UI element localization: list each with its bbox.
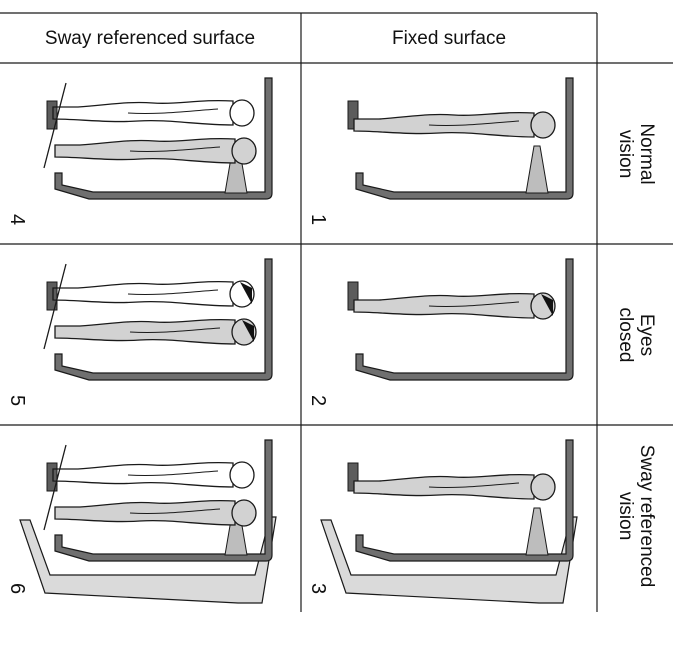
person (354, 474, 555, 500)
head (230, 462, 254, 488)
condition-cell-4 (0, 63, 301, 244)
condition-number-1: 1 (306, 214, 329, 225)
column-header-sway-referenced-surface: Sway referenced surface (0, 28, 300, 50)
condition-cell-5 (0, 244, 301, 425)
arm-line (128, 290, 218, 295)
row-header-line-2: vision (615, 426, 636, 606)
person-swayed (55, 500, 256, 526)
column-header-fixed-surface: Fixed surface (301, 28, 597, 50)
body-silhouette (53, 463, 233, 487)
arm-line (128, 109, 218, 114)
head (531, 474, 555, 500)
body-silhouette (55, 501, 235, 525)
condition-number-2: 2 (306, 395, 329, 406)
row-header-normal-vision: Normal vision (613, 64, 657, 244)
condition-number-6: 6 (5, 583, 28, 594)
person-swayed (55, 319, 256, 345)
body-silhouette (354, 475, 534, 499)
person-upright (53, 462, 254, 488)
head (232, 500, 256, 526)
row-header-line-1: Sway referenced (636, 426, 657, 606)
body-silhouette (354, 294, 534, 318)
row-header-line-1: Normal (636, 64, 657, 244)
vision-cone (526, 146, 548, 193)
condition-cell-6 (0, 425, 301, 615)
row-header-line-2: vision (615, 64, 636, 244)
person (354, 293, 555, 319)
person (354, 112, 555, 138)
row-header-line-1: Eyes (636, 245, 657, 425)
row-header-line-2: closed (615, 245, 636, 425)
body-silhouette (55, 139, 235, 163)
visual-enclosure (356, 259, 573, 380)
condition-cell-1 (301, 63, 597, 244)
head (230, 100, 254, 126)
person-upright (53, 281, 254, 307)
condition-number-5: 5 (5, 395, 28, 406)
body-silhouette (53, 282, 233, 306)
condition-number-4: 4 (5, 214, 28, 225)
head (531, 112, 555, 138)
condition-number-3: 3 (306, 583, 329, 594)
head (232, 138, 256, 164)
condition-cell-2 (301, 244, 597, 425)
row-header-sway-referenced-vision: Sway referenced vision (613, 426, 657, 606)
person-upright (53, 100, 254, 126)
body-silhouette (55, 320, 235, 344)
body-silhouette (53, 101, 233, 125)
row-header-eyes-closed: Eyes closed (613, 245, 657, 425)
vision-cone (526, 508, 548, 555)
body-silhouette (354, 113, 534, 137)
person-swayed (55, 138, 256, 164)
condition-cell-3 (301, 425, 597, 615)
arm-line (128, 471, 218, 476)
